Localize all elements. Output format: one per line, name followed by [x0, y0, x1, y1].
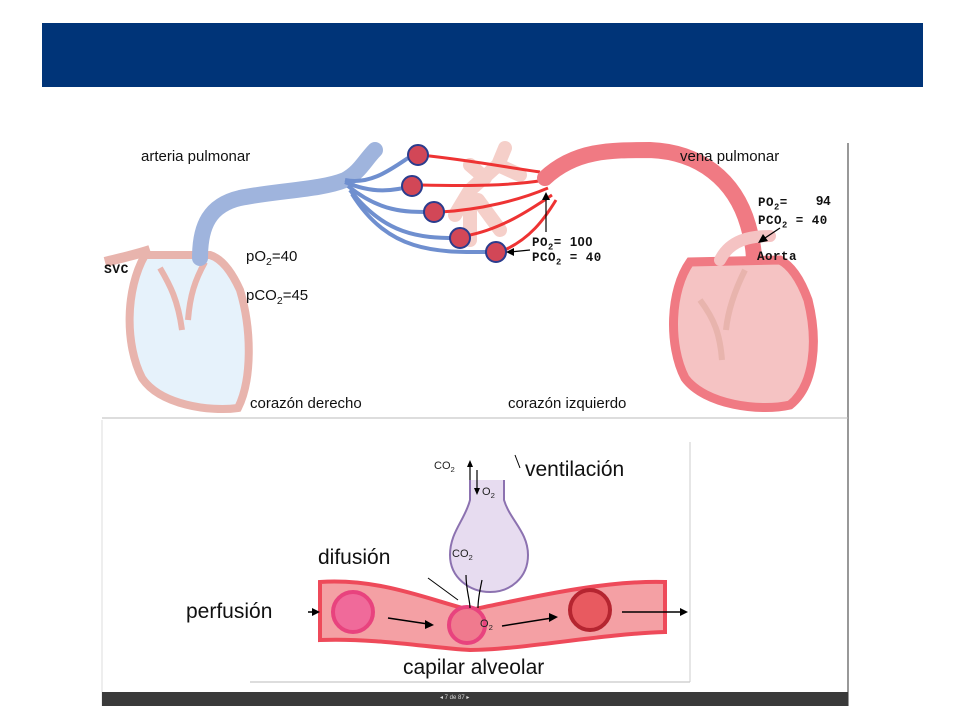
bronchial-tree [448, 141, 527, 247]
label-po2-right-value: 94 [816, 193, 831, 208]
label-difusion: difusión [318, 546, 391, 569]
label-corazon-izquierdo: corazón izquierdo [508, 395, 627, 412]
label-po2-center: PO2= 100 [532, 234, 594, 253]
label-aorta: Aorta [757, 250, 798, 264]
title-bar [42, 23, 923, 87]
label-svc: SVC [104, 262, 129, 277]
label-pco2-right: PCO2 = 40 [758, 214, 828, 231]
label-capilar-alveolar: capilar alveolar [403, 656, 545, 679]
gas-o2-top: O2 [482, 486, 495, 501]
pulmonary-artery [192, 142, 493, 266]
label-po2-left: pO2=40 [246, 248, 298, 268]
gas-co2-alveolus: CO2 [452, 548, 473, 563]
label-pco2-center: PCO2 = 40 [532, 251, 602, 268]
label-corazon-derecho: corazón derecho [250, 395, 362, 412]
right-heart [103, 245, 253, 414]
alveolar-clusters [401, 144, 507, 263]
label-perfusion: perfusión [186, 600, 273, 623]
left-heart [669, 230, 818, 412]
slide-navigation-bar[interactable] [102, 692, 848, 706]
capillary [318, 579, 667, 653]
gas-co2-top: CO2 [434, 460, 455, 475]
label-pco2-left: pCO2=45 [246, 287, 309, 307]
label-arteria-pulmonar: arteria pulmonar [141, 148, 251, 165]
gas-o2-capillary: O2 [480, 618, 493, 633]
label-vena-pulmonar: vena pulmonar [680, 148, 780, 165]
alveolus [448, 480, 530, 594]
label-ventilacion: ventilación [525, 458, 625, 481]
label-po2-right: PO2= [758, 196, 788, 213]
page-indicator[interactable]: ◂ 7 de 87 ▸ [440, 695, 470, 701]
